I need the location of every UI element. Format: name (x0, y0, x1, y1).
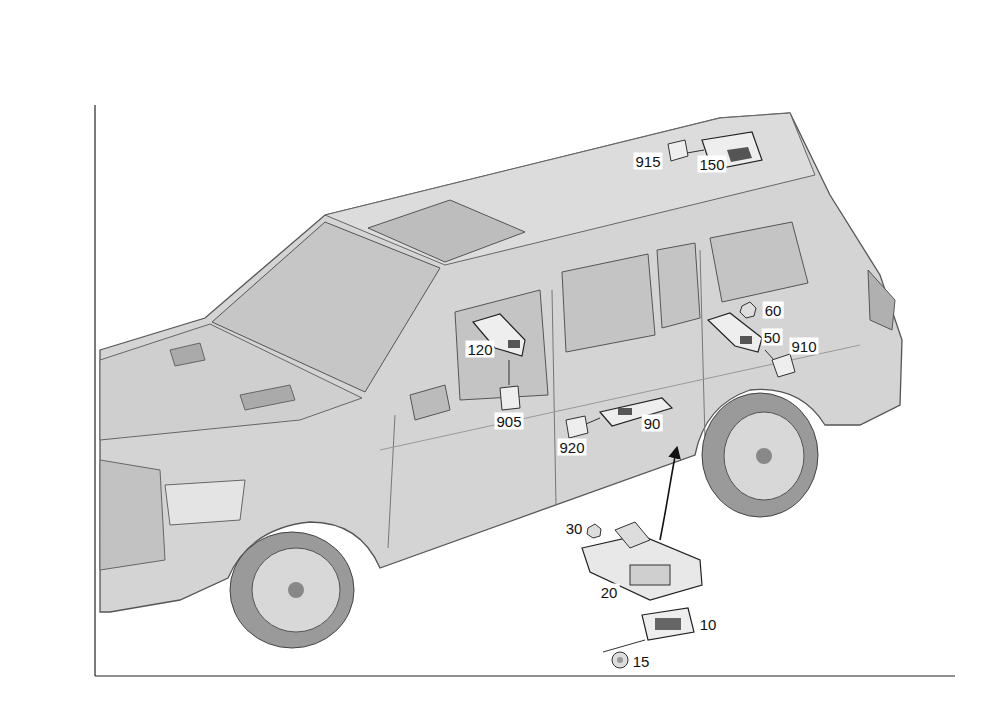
callout-number: 10 (698, 616, 719, 633)
callout-number: 30 (564, 520, 585, 537)
callout-number: 50 (762, 329, 783, 346)
callout-number: 15 (631, 653, 652, 670)
callout-number: 150 (697, 156, 726, 173)
callout-number: 60 (763, 302, 784, 319)
callout-number: 120 (465, 341, 494, 358)
callout-number: 20 (599, 584, 620, 601)
callout-number: 905 (494, 413, 523, 430)
callout-number: 910 (789, 338, 818, 355)
callout-number: 920 (557, 439, 586, 456)
callout-number: 90 (642, 415, 663, 432)
callout-number: 915 (633, 153, 662, 170)
